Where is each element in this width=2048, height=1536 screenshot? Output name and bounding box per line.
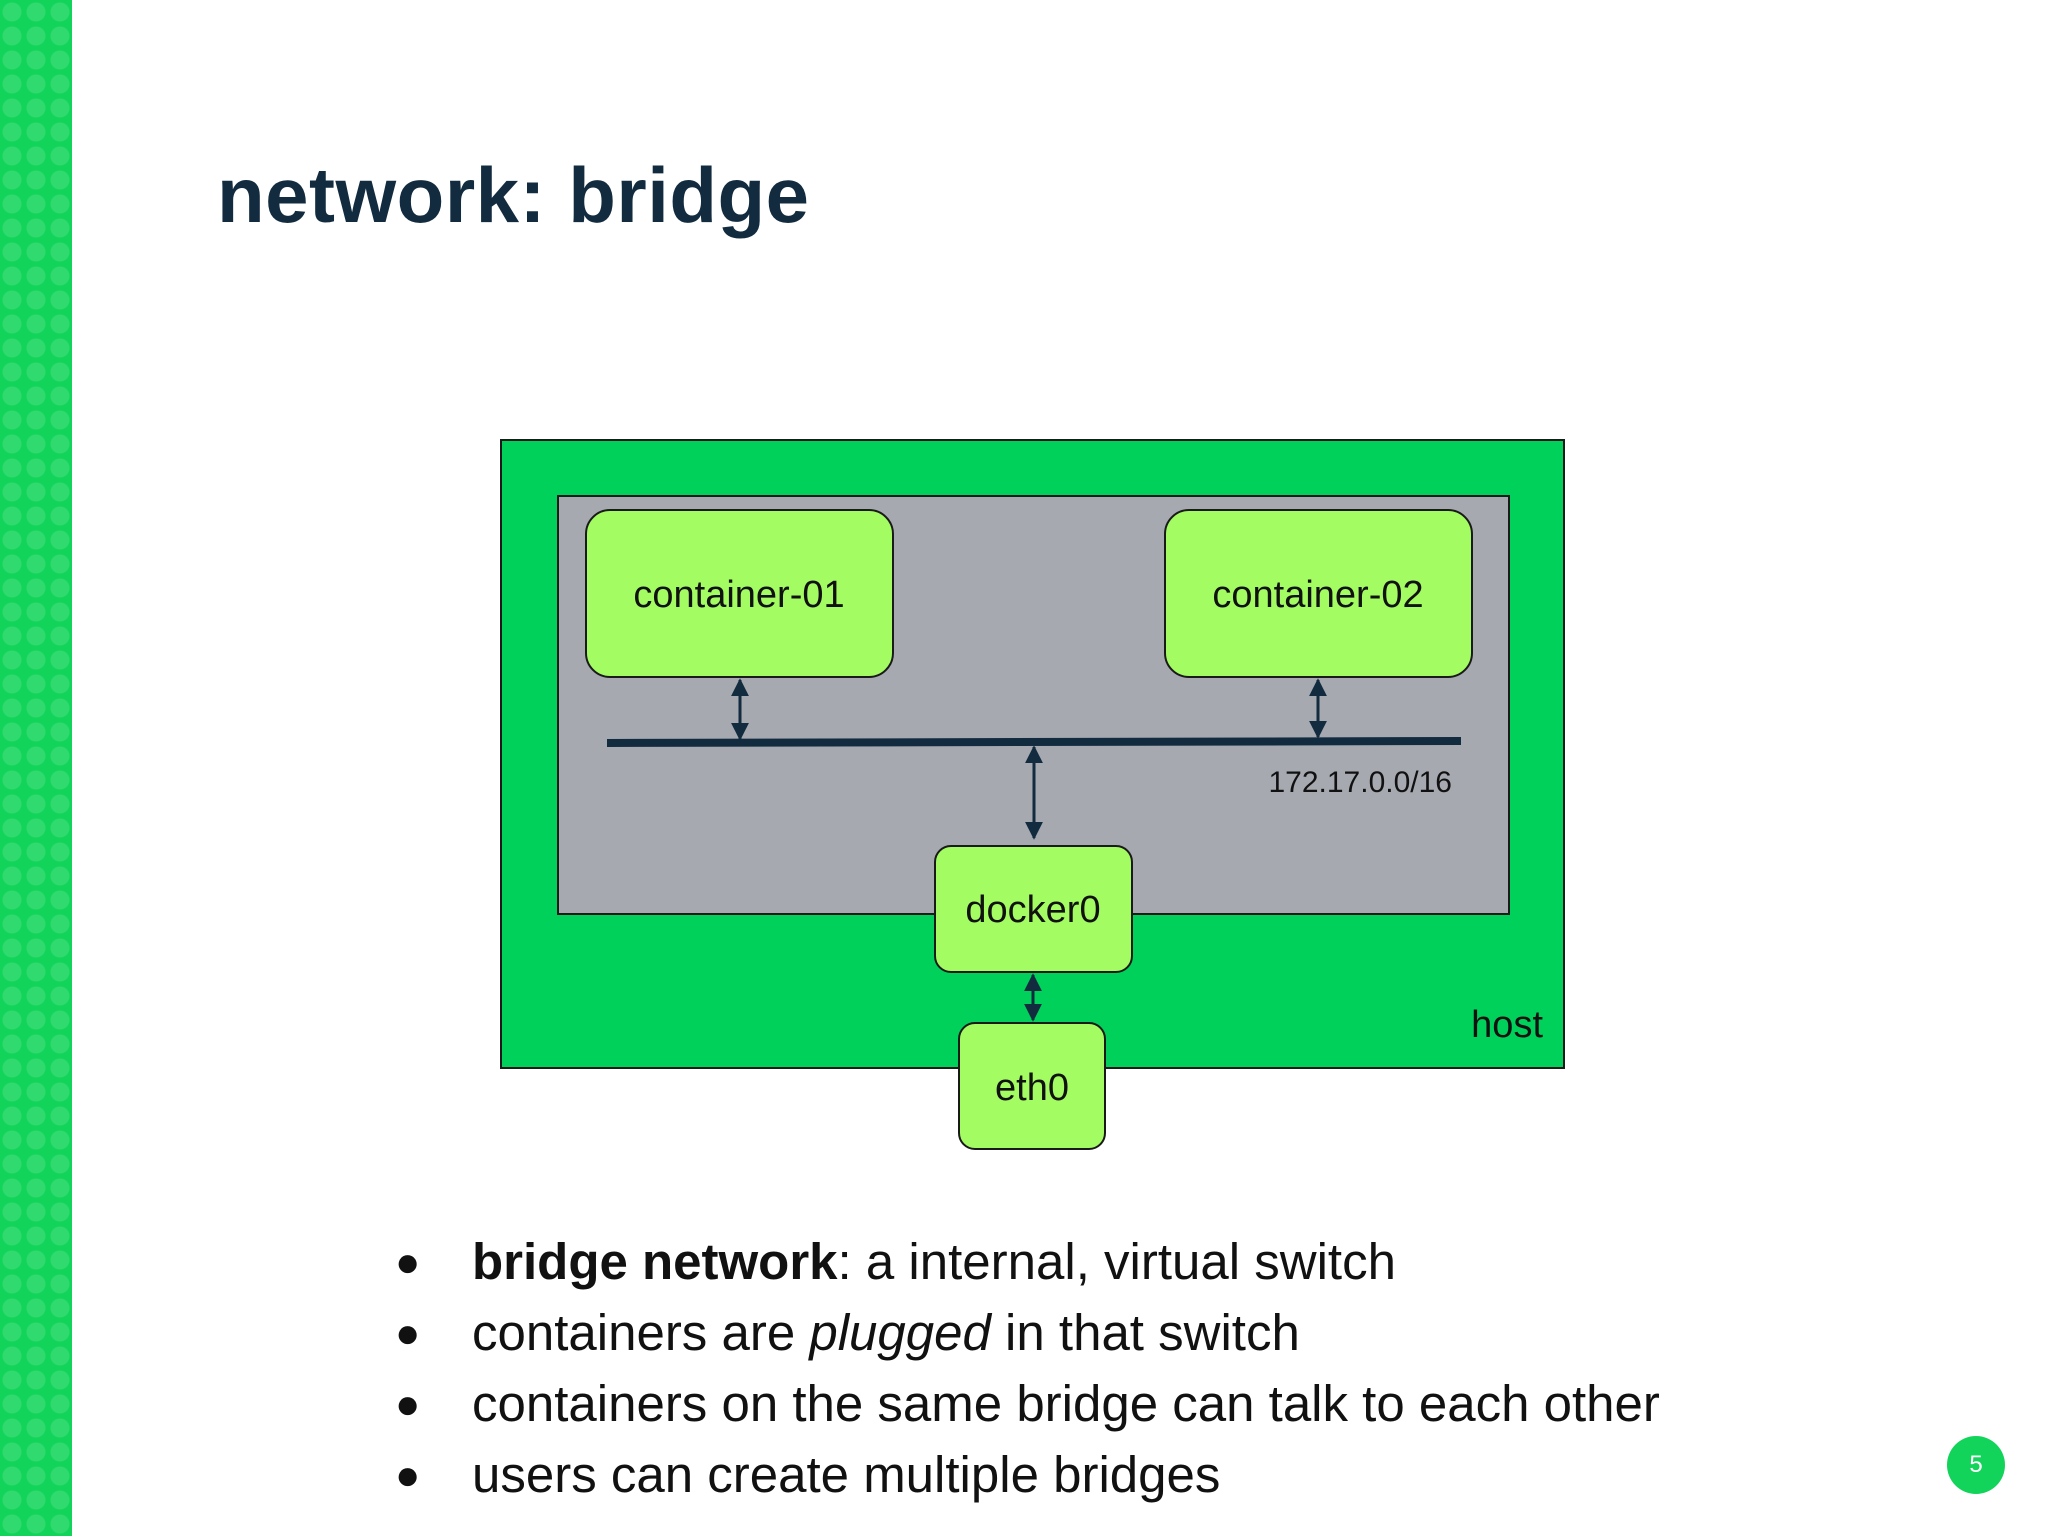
side-decoration-stripe — [0, 0, 72, 1536]
bullet-marker: ● — [395, 1309, 421, 1356]
docker0-label: docker0 — [965, 889, 1100, 931]
bullet-item: ● users can create multiple bridges — [395, 1439, 1660, 1510]
bullet-italic-term: plugged — [809, 1304, 991, 1361]
bullet-text: users can create multiple bridges — [472, 1446, 1221, 1503]
bullet-item: ● containers are plugged in that switch — [395, 1297, 1660, 1368]
bullet-item: ● containers on the same bridge can talk… — [395, 1368, 1660, 1439]
container-02-box — [1164, 509, 1473, 678]
bullet-marker: ● — [395, 1451, 421, 1498]
container-01-box — [585, 509, 894, 678]
docker0-box — [934, 845, 1133, 973]
host-label: host — [1471, 1004, 1543, 1046]
eth0-label: eth0 — [995, 1067, 1069, 1109]
bullet-text: : a internal, virtual switch — [837, 1233, 1396, 1290]
container-01-label: container-01 — [633, 574, 844, 616]
container-02-label: container-02 — [1212, 574, 1423, 616]
bullet-list: ● bridge network: a internal, virtual sw… — [395, 1226, 1660, 1510]
page-number-badge: 5 — [1947, 1436, 2005, 1494]
bullet-marker: ● — [395, 1238, 421, 1285]
bullet-text: containers are — [472, 1304, 810, 1361]
bullet-bold-term: bridge network — [472, 1233, 838, 1290]
bullet-item: ● bridge network: a internal, virtual sw… — [395, 1226, 1660, 1297]
eth0-box — [958, 1022, 1106, 1150]
bridge-bus-line — [606, 737, 1462, 747]
bullet-marker: ● — [395, 1380, 421, 1427]
bullet-text: in that switch — [990, 1304, 1300, 1361]
slide-title: network: bridge — [217, 151, 810, 239]
subnet-label: 172.17.0.0/16 — [1268, 766, 1452, 799]
bullet-text: containers on the same bridge can talk t… — [472, 1375, 1660, 1432]
